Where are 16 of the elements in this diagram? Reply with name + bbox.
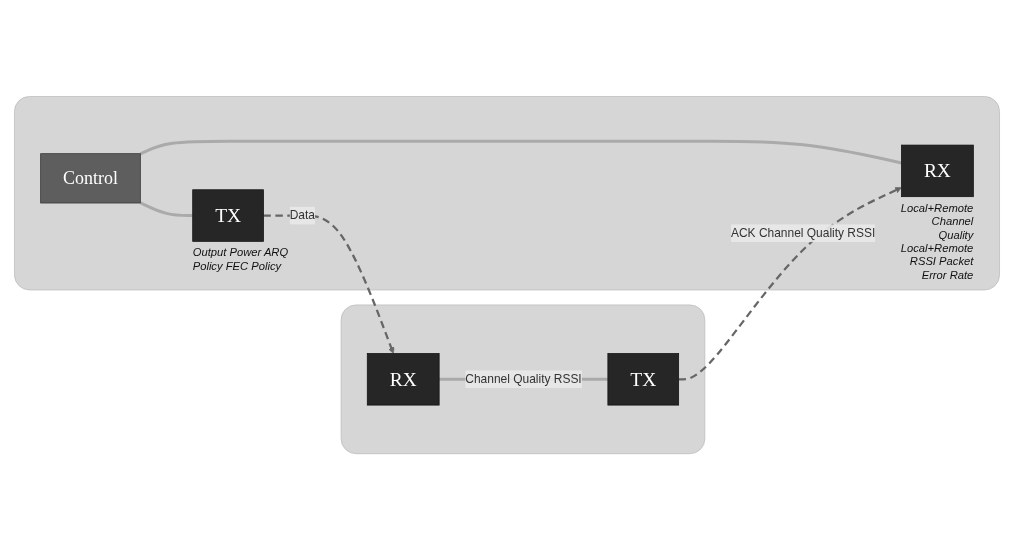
edge-label: ACK Channel Quality RSSI — [730, 226, 875, 240]
node-box: TX — [607, 353, 679, 406]
annotation-text: Output Power ARQ Policy FEC Policy — [192, 246, 288, 272]
arrow — [678, 187, 902, 381]
cluster — [13, 96, 1000, 291]
edge-label: Data — [289, 208, 315, 222]
edge-label: Channel Quality RSSI — [464, 372, 582, 386]
cluster — [340, 304, 705, 454]
node-box: TX — [191, 189, 264, 242]
node-box: Control — [39, 153, 141, 204]
arrow — [263, 214, 394, 354]
node-box: RX — [900, 144, 974, 197]
connector — [139, 139, 902, 165]
annotation-text: Local+Remote Channel Quality Local+Remote RSSI Packet Error Rate — [900, 201, 973, 281]
node-box: RX — [366, 353, 440, 406]
connector — [139, 201, 193, 217]
